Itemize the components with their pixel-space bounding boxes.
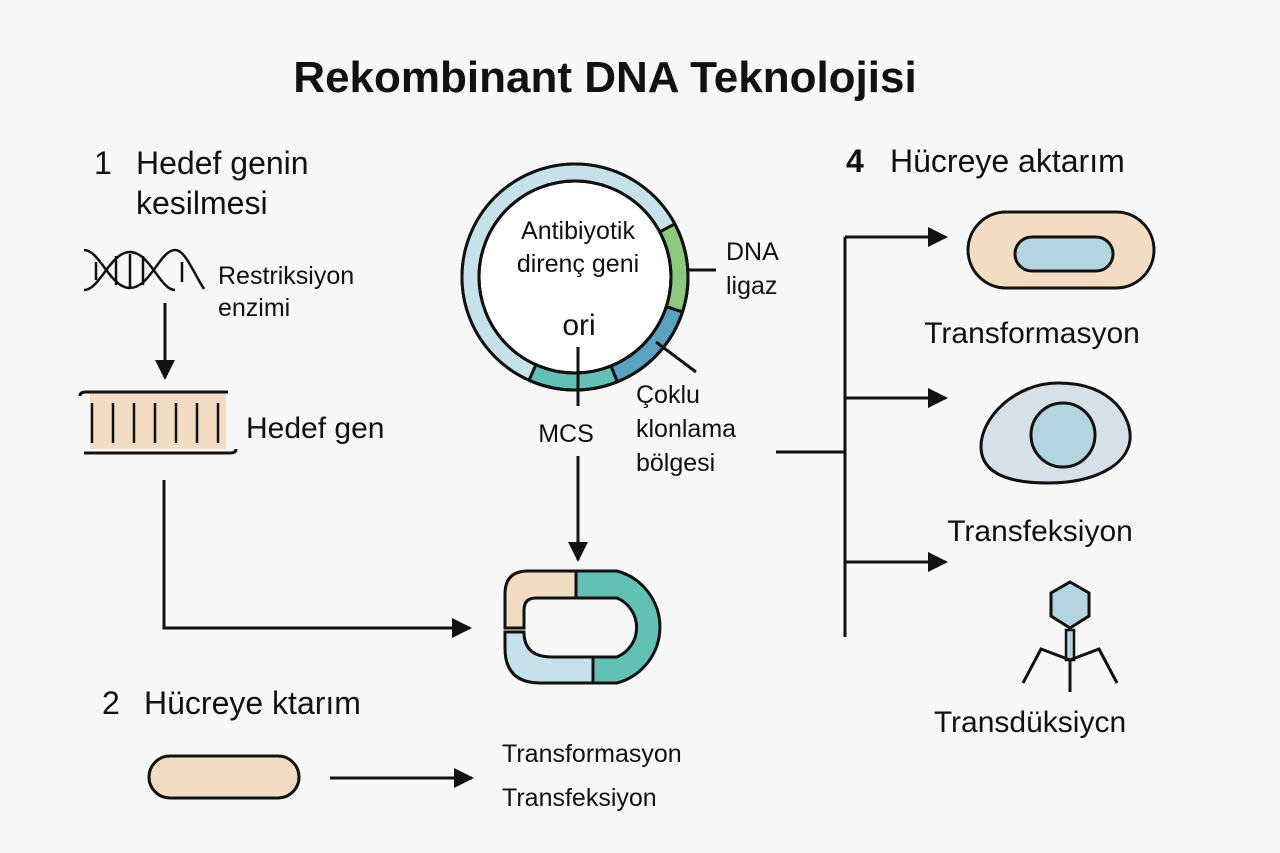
restriction-enzyme-label-line1: Restriksiyon: [218, 262, 354, 290]
step1-section: 1 Hedef genin kesilmesi Restriksiyon enz…: [78, 145, 472, 638]
mcs-label: MCS: [538, 420, 594, 448]
antibiotic-resistance-label-line2: direnç geni: [517, 250, 639, 278]
bacterium-cell-icon: [966, 210, 1156, 290]
vector-backbone-segment: [574, 569, 662, 685]
cloning-site-label-line3: bölgesi: [636, 449, 715, 477]
step4-method-transduction: Transdüksiycn: [934, 706, 1126, 739]
step4-method-transfection: Transfeksiyon: [947, 515, 1133, 548]
dna-helix-icon: [83, 248, 206, 292]
ori-label: ori: [562, 309, 595, 342]
gene-to-recombinant-arrow: [162, 480, 472, 638]
dna-ligase-label-line2: ligaz: [726, 272, 777, 300]
step2-method2: Transfeksiyon: [502, 784, 657, 812]
target-gene-label: Hedef gen: [246, 412, 384, 445]
step2-section: 2 Hücreye ktarım Transformasyon Transfek…: [102, 685, 682, 812]
cloning-site-label-line1: Çoklu: [636, 381, 700, 409]
diagram-title: Rekombinant DNA Teknolojisi: [293, 53, 916, 102]
step2-method1: Transformasyon: [502, 740, 682, 768]
step2-number: 2: [102, 685, 120, 721]
plasmid-vector: [460, 162, 690, 392]
cloning-site-label-line2: klonlama: [636, 415, 736, 443]
bacteriophage-icon: [1021, 580, 1119, 692]
resistance-gene-segment: [503, 630, 595, 685]
step4-method-transformation: Transformasyon: [924, 317, 1140, 350]
restriction-enzyme-label-line2: enzimi: [218, 294, 290, 322]
step1-title-line1: Hedef genin: [136, 145, 309, 181]
cloning-site-pointer: [655, 340, 697, 374]
step4-title: Hücreye aktarım: [890, 143, 1125, 179]
inserted-gene-segment: [503, 569, 578, 630]
target-gene-icon: [78, 390, 238, 455]
recombinant-plasmid-icon: [503, 569, 662, 685]
eukaryotic-cell-icon: [979, 381, 1132, 485]
step1-title-line2: kesilmesi: [136, 185, 268, 221]
step1-number: 1: [94, 145, 112, 181]
bacterium-icon: [147, 754, 301, 800]
step4-section: 4 Hücreye aktarım Transformasyon Transfe…: [843, 143, 1156, 739]
dna-ligase-label-line1: DNA: [726, 238, 779, 266]
step4-number: 4: [846, 143, 864, 179]
antibiotic-resistance-label-line1: Antibiyotik: [521, 217, 635, 245]
step2-title: Hücreye ktarım: [144, 685, 361, 721]
